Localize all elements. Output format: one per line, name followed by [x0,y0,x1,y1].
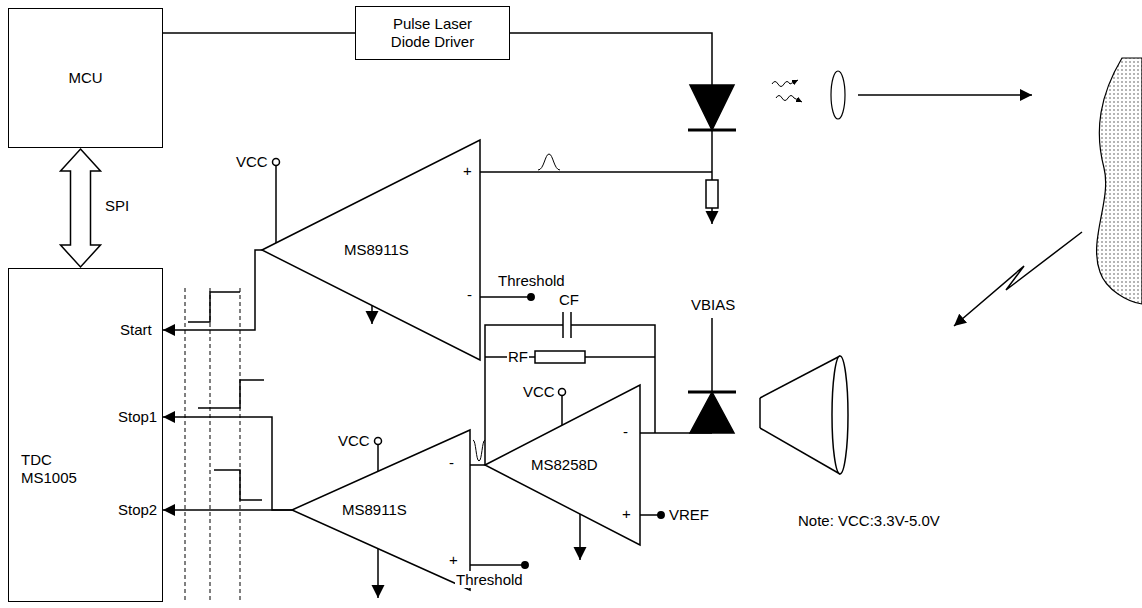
component-name: RF [507,348,529,365]
triangle-outline [262,140,480,360]
signal-wire [163,417,292,510]
ground-arrow [371,305,373,324]
amplifier-triangle: MS8258D [485,385,640,545]
light-emission [772,80,798,87]
tdc-box: TDC MS1005 [8,268,163,602]
wire [480,296,528,298]
capacitor-plate [562,312,564,338]
comparator-triangle: MS8911S [262,140,480,360]
node-text: Pulse Laser Diode Driver [383,15,483,51]
node-text: MS8258D [531,456,598,474]
supply-label: VCC [337,432,371,449]
stop2-waveform [214,470,262,500]
timing-line [185,288,186,600]
vcc-terminal [375,438,382,445]
resistor-symbol [535,351,585,363]
wire [470,564,522,566]
vcc-terminal [559,389,566,396]
wire [585,356,655,358]
receiver-cone [759,398,761,428]
node-text: MCU [68,69,102,87]
start-waveform [188,292,240,322]
comparator-triangle: MS8911S [292,430,470,590]
pulse-waveform [473,440,485,461]
wire [275,166,277,243]
pin-name: Stop2 [117,501,158,518]
signal-wire [470,464,485,466]
receiver-cone [760,356,840,398]
timing-line [240,288,241,600]
node-text: MS8911S [344,241,409,259]
pulse-waveform [538,154,560,170]
reflected-light [954,232,1082,326]
threshold-terminal [522,562,528,568]
pin-sign: + [462,162,473,179]
pin-sign: - [448,454,455,471]
ground-arrow [377,549,379,598]
photodiode-symbol [690,392,734,433]
signal-wire [163,32,355,34]
light-emission [776,96,802,103]
signal-wire [163,250,262,330]
ground-arrow [579,514,581,560]
wire [510,33,712,85]
signal-wire [163,509,292,511]
wire [480,171,712,173]
triangle-outline [292,430,470,590]
pin-name: Start [119,321,153,338]
bus-label: SPI [104,197,130,214]
wire [711,318,713,392]
vref-terminal [658,512,664,518]
bus-arrow [61,149,101,267]
threshold-label: Threshold [497,272,566,289]
pin-name: Stop1 [117,408,158,425]
supply-label: VCC [235,153,269,170]
node-text: TDC MS1005 [21,451,91,487]
note-text: Note: VCC:3.3V-5.0V [797,512,941,529]
laser-diode-symbol [690,85,734,130]
receiver-lens [832,356,848,474]
wire [640,514,658,516]
resistor-symbol [706,180,718,208]
supply-label: VCC [522,383,556,400]
threshold-terminal [528,294,534,300]
bias-label: VBIAS [690,296,736,313]
target-surface [1097,58,1142,304]
pin-sign: + [448,551,459,568]
threshold-label: Threshold [455,571,524,588]
pin-sign: - [466,286,473,303]
mcu-box: MCU [8,8,163,148]
driver-box: Pulse Laser Diode Driver [355,6,510,60]
wire [377,445,379,471]
pin-sign: + [621,505,632,522]
wire [561,396,563,425]
lens [831,71,845,119]
vcc-terminal [273,159,280,166]
laser-beam [858,94,1032,96]
component-name: CF [558,291,580,308]
timing-line [210,288,211,600]
triangle-outline [485,385,640,545]
receiver-cone [760,428,840,474]
stop1-waveform [198,380,264,408]
reference-label: VREF [668,506,710,523]
pin-sign: - [622,423,629,440]
ground-arrow [711,208,713,224]
node-text: MS8911S [342,501,407,519]
